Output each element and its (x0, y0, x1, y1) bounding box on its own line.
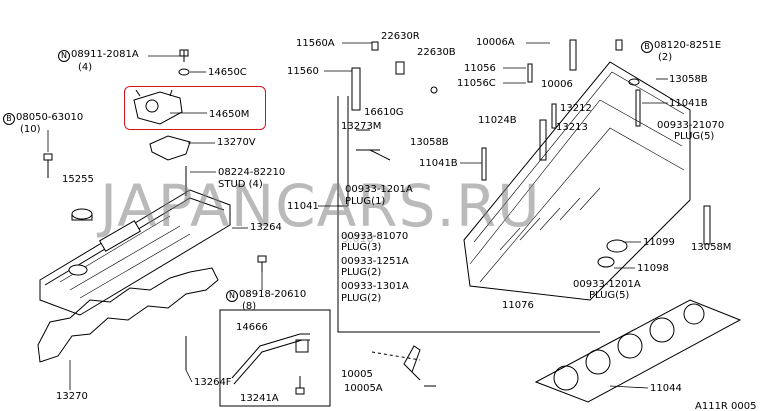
label-11041B-mid: 11041B (419, 158, 458, 169)
label-22630B: 22630B (417, 47, 456, 58)
label-08224: 08224-82210 (218, 167, 286, 178)
label-14666: 14666 (236, 322, 268, 333)
label-13264: 13264 (250, 222, 282, 233)
label-plug3: PLUG(3) (341, 242, 382, 253)
label-10006: 10006 (541, 79, 573, 90)
label-16610G: 16610G (364, 107, 404, 118)
cylinder-head (463, 61, 691, 301)
head-gasket (534, 299, 742, 403)
label-14650C: 14650C (208, 67, 247, 78)
n-symbol-icon: N (226, 290, 238, 302)
label-11560A: 11560A (296, 38, 335, 49)
label-13058M: 13058M (691, 242, 732, 253)
label-14650M: 14650M (209, 109, 250, 120)
label-11099: 11099 (643, 237, 675, 248)
label-13213: 13213 (556, 122, 588, 133)
label-11044: 11044 (650, 383, 682, 394)
label-00933-81070: 00933-81070 (341, 231, 409, 242)
label-13264F: 13264F (194, 377, 232, 388)
label-10005: 10005 (341, 369, 373, 380)
label-15255: 15255 (62, 174, 94, 185)
label-11056C: 11056C (457, 78, 496, 89)
label-00933-1201A-b: 00933-1201A (573, 279, 641, 290)
label-13270: 13270 (56, 391, 88, 402)
b-symbol-icon: B (3, 113, 15, 125)
label-08050-qty: (10) (20, 124, 41, 135)
label-00933-1201A-a: 00933-1201A (345, 184, 413, 195)
label-stud: STUD (4) (218, 179, 263, 190)
label-plug5b: PLUG(5) (589, 290, 630, 301)
label-11098: 11098 (637, 263, 669, 274)
label-00933-1301A: 00933-1301A (341, 281, 409, 292)
label-22630R: 22630R (381, 31, 420, 42)
pcv-valve-assembly (133, 89, 183, 125)
label-plug5: PLUG(5) (674, 131, 715, 142)
label-11076: 11076 (502, 300, 534, 311)
label-13270V: 13270V (217, 137, 256, 148)
rocker-gasket (37, 267, 219, 363)
label-08911-qty: (4) (78, 62, 93, 73)
label-13212: 13212 (560, 103, 592, 114)
label-plug2b: PLUG(2) (341, 293, 382, 304)
label-13273M: 13273M (341, 121, 382, 132)
label-13058B-right: 13058B (669, 74, 708, 85)
label-08120-qty: (2) (658, 52, 673, 63)
n-symbol-icon: N (58, 50, 70, 62)
label-00933-21070: 00933-21070 (657, 120, 725, 131)
label-10006A: 10006A (476, 37, 515, 48)
label-00933-1251A: 00933-1251A (341, 256, 409, 267)
label-11560: 11560 (287, 66, 319, 77)
label-11041: 11041 (287, 201, 319, 212)
label-13241A: 13241A (240, 393, 279, 404)
highlight-box-14650M (124, 86, 266, 130)
label-08918-qty: (8) (242, 301, 257, 312)
label-13058B-mid: 13058B (410, 137, 449, 148)
inset-frame (219, 309, 331, 407)
b-symbol-icon: B (641, 41, 653, 53)
watermark-small: 3.010 (342, 232, 374, 245)
label-11041B-right: 11041B (669, 98, 708, 109)
label-plug2a: PLUG(2) (341, 267, 382, 278)
label-11056: 11056 (464, 63, 496, 74)
label-10005A: 10005A (344, 383, 383, 394)
label-11024B: 11024B (478, 115, 517, 126)
rocker-cover (39, 189, 231, 316)
label-plug1: PLUG(1) (345, 196, 386, 207)
figure-code: A111R 0005 (695, 401, 757, 411)
